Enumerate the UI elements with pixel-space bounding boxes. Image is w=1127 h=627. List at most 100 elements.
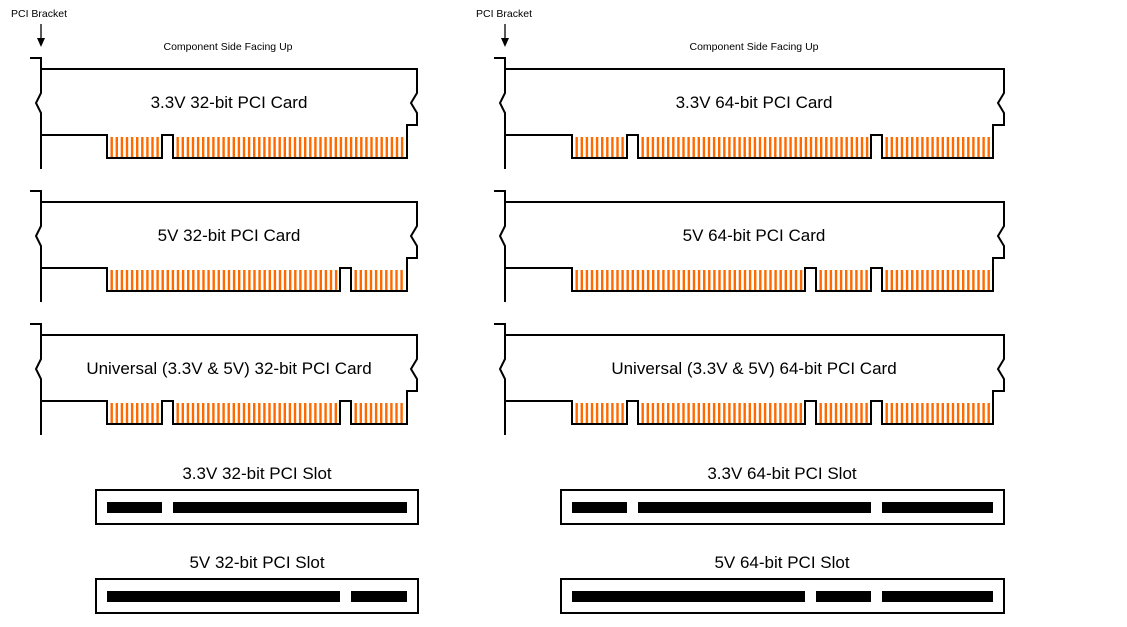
slot-contact-row — [107, 591, 340, 602]
contact-finger — [759, 270, 762, 290]
slot-contact-row — [572, 502, 627, 513]
contact-finger — [926, 270, 929, 290]
card-5v-32-bit: 5V 32-bit PCI Card — [30, 190, 418, 302]
contact-finger — [652, 270, 655, 290]
contact-finger — [207, 137, 210, 157]
contact-finger — [590, 403, 594, 423]
contact-finger — [972, 137, 975, 157]
contact-finger — [369, 270, 373, 290]
contact-finger — [575, 137, 578, 157]
contact-finger — [641, 137, 644, 157]
card-outline — [494, 190, 1005, 302]
contact-finger — [247, 137, 251, 157]
contact-finger — [146, 270, 149, 290]
contact-finger — [125, 270, 129, 290]
contact-finger — [905, 270, 909, 290]
contact-finger — [667, 403, 670, 423]
contact-finger — [758, 137, 762, 157]
contact-finger — [987, 270, 990, 290]
contact-finger — [125, 403, 129, 423]
contact-finger — [840, 137, 843, 157]
contact-finger — [779, 137, 782, 157]
contact-finger — [263, 403, 266, 423]
contact-finger — [931, 270, 934, 290]
contact-finger — [580, 137, 583, 157]
contact-finger — [171, 270, 175, 290]
contact-finger — [390, 137, 394, 157]
contact-finger — [385, 403, 388, 423]
slot-contact-row — [816, 591, 871, 602]
contact-finger — [941, 137, 944, 157]
contact-finger — [941, 403, 944, 423]
contact-finger — [324, 137, 327, 157]
contact-finger — [977, 270, 980, 290]
contact-finger — [845, 270, 848, 290]
contact-finger — [395, 137, 399, 157]
contact-finger — [769, 270, 772, 290]
contact-finger — [753, 403, 757, 423]
contact-finger — [799, 403, 802, 423]
contact-finger — [621, 137, 624, 157]
contact-finger — [354, 403, 357, 423]
contact-finger — [687, 270, 691, 290]
contact-finger — [253, 137, 256, 157]
contact-finger — [946, 137, 950, 157]
contact-finger — [616, 137, 619, 157]
slot-5v-32-bit — [95, 578, 419, 614]
contact-finger — [723, 270, 726, 290]
contact-finger — [324, 403, 327, 423]
slot-contact-row — [173, 502, 407, 513]
contact-finger — [319, 137, 322, 157]
contact-finger — [299, 270, 302, 290]
contact-finger — [733, 137, 736, 157]
contact-finger — [672, 403, 675, 423]
down-arrow-icon — [501, 24, 509, 47]
contact-finger — [672, 270, 675, 290]
card-universal-64-bit: Universal (3.3V & 5V) 64-bit PCI Card — [494, 323, 1005, 435]
contact-finger — [601, 403, 604, 423]
contact-finger — [181, 137, 184, 157]
contact-finger — [753, 137, 757, 157]
contact-finger — [677, 403, 680, 423]
contact-finger — [763, 403, 767, 423]
contact-finger — [293, 137, 297, 157]
contact-fingers — [110, 403, 403, 423]
card-outline — [30, 323, 418, 435]
contact-finger — [865, 270, 868, 290]
contact-finger — [595, 137, 599, 157]
contact-finger — [590, 270, 594, 290]
contact-finger — [967, 403, 970, 423]
contact-finger — [595, 270, 599, 290]
contact-finger — [809, 137, 813, 157]
contact-finger — [895, 270, 899, 290]
contact-finger — [120, 137, 124, 157]
contact-finger — [956, 270, 960, 290]
orientation-label: Component Side Facing Up — [164, 41, 293, 53]
slot-label: 5V 32-bit PCI Slot — [189, 553, 324, 572]
contact-finger — [380, 403, 383, 423]
card-label: 3.3V 64-bit PCI Card — [676, 93, 833, 112]
card-3-3v-32-bit: 3.3V 32-bit PCI Card — [30, 57, 418, 169]
contact-finger — [646, 270, 650, 290]
contact-finger — [339, 137, 343, 157]
contact-finger — [374, 270, 378, 290]
contact-finger — [222, 270, 226, 290]
contact-finger — [636, 270, 640, 290]
contact-finger — [309, 270, 312, 290]
contact-finger — [395, 270, 398, 290]
contact-finger — [667, 270, 670, 290]
contact-finger — [314, 270, 317, 290]
contact-finger — [845, 403, 848, 423]
contact-finger — [207, 403, 210, 423]
contact-finger — [982, 137, 985, 157]
contact-finger — [207, 270, 210, 290]
contact-finger — [657, 270, 660, 290]
contact-finger — [728, 137, 731, 157]
contact-finger — [329, 137, 332, 157]
contact-finger — [268, 270, 271, 290]
contact-finger — [283, 403, 286, 423]
slot-contact-row — [882, 591, 993, 602]
contact-finger — [304, 137, 307, 157]
contact-finger — [176, 137, 179, 157]
